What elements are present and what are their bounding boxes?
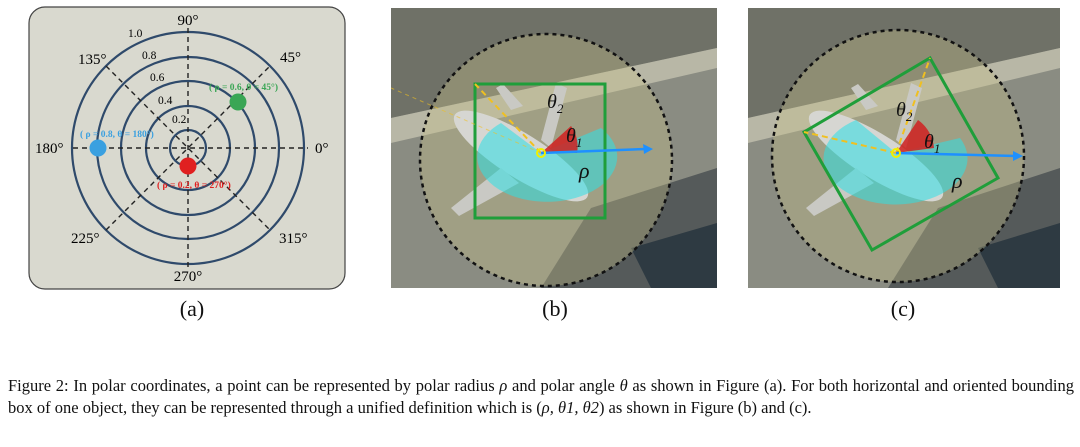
- radius-0-2-label: 0.2: [172, 114, 187, 126]
- theta1-line: [895, 57, 931, 154]
- subfigure-label-b: (b): [542, 296, 568, 321]
- subfigure-label-c: (c): [890, 296, 916, 321]
- oriented-bounding-box: [801, 55, 1001, 253]
- building-roof: [631, 223, 717, 288]
- rho-label: ρ: [578, 158, 590, 183]
- aerial-photo-oriented-box: θ2 θ1 ρ: [748, 8, 1060, 288]
- diagonal-axis-1: [105, 65, 271, 231]
- rho-arrowhead: [643, 144, 653, 154]
- figure-caption: Figure 2: In polar coordinates, a point …: [8, 375, 1074, 419]
- caption-suffix: ) as shown in Figure (b) and (c).: [598, 398, 812, 417]
- theta2-extension: [390, 87, 542, 154]
- aerial-photo-horizontal-box: θ2 θ1 ρ: [390, 8, 717, 288]
- caption-prefix: Figure 2: In polar coordinates, a point …: [8, 376, 500, 395]
- building-roof: [978, 223, 1060, 288]
- center-point: [536, 148, 546, 158]
- radius-1-0-label: 1.0: [128, 28, 143, 40]
- angle-135-label: 135°: [78, 52, 107, 68]
- theta2-line: [803, 131, 897, 154]
- radius-0-6-label: 0.6: [150, 72, 165, 84]
- theta1-label: θ1: [566, 125, 582, 150]
- theta2-label: θ2: [547, 91, 564, 116]
- aerial-photo-b-svg: θ2 θ1 ρ: [390, 8, 717, 288]
- theta1-label: θ1: [924, 131, 940, 156]
- rho-arrow: [895, 151, 1017, 158]
- axis-lines: [73, 28, 308, 268]
- angle-fan: [823, 120, 968, 205]
- green-point-label: ( ρ = 0.6, θ = 45°): [209, 82, 278, 93]
- taxiway: [391, 8, 717, 118]
- green-point: [229, 93, 247, 111]
- angle-180-label: 180°: [35, 141, 64, 157]
- blue-point-label: ( ρ = 0.8, θ = 180°): [80, 129, 154, 140]
- aerial-photo-c-svg: θ2 θ1 ρ: [748, 8, 1060, 288]
- subfigure-label-a: (a): [179, 296, 205, 321]
- caption-theta: θ: [619, 376, 628, 395]
- rho-label: ρ: [951, 168, 963, 193]
- rho-arrow: [540, 147, 647, 155]
- theta1-wedge: [541, 126, 578, 153]
- radius-0-4-label: 0.4: [158, 95, 173, 107]
- polar-diagram-svg: 90° 45° 0° 315° 270° 225° 180° 135° 1.0 …: [28, 6, 346, 290]
- theta1-wedge: [896, 120, 934, 153]
- angle-225-label: 225°: [71, 231, 100, 247]
- center-point: [891, 148, 901, 158]
- caption-mid2: as shown in Figure (a). For both horizon…: [8, 376, 1074, 417]
- taxiway: [748, 8, 1060, 118]
- angle-45-label: 45°: [280, 50, 301, 66]
- angle-270-label: 270°: [174, 269, 203, 285]
- theta2-line: [474, 83, 542, 154]
- caption-rho: ρ: [499, 376, 508, 395]
- diagram-background: [28, 6, 346, 290]
- diagonal-axis-2: [105, 65, 271, 231]
- radius-0-8-label: 0.8: [142, 50, 157, 62]
- theta2-label: θ2: [896, 99, 913, 124]
- rho-arrowhead: [1013, 151, 1023, 161]
- angle-fan: [477, 123, 618, 202]
- polar-diagram: 90° 45° 0° 315° 270° 225° 180° 135° 1.0 …: [28, 6, 346, 290]
- red-point: [179, 157, 197, 175]
- red-point-label: ( ρ = 0.2, θ = 270°): [157, 180, 231, 191]
- blue-point: [89, 139, 107, 157]
- angle-315-label: 315°: [279, 231, 308, 247]
- angle-0-label: 0°: [315, 141, 329, 157]
- angle-90-label: 90°: [178, 13, 199, 29]
- caption-mid1: and polar angle: [507, 376, 620, 395]
- caption-tuple: ρ, θ1, θ2: [541, 398, 599, 417]
